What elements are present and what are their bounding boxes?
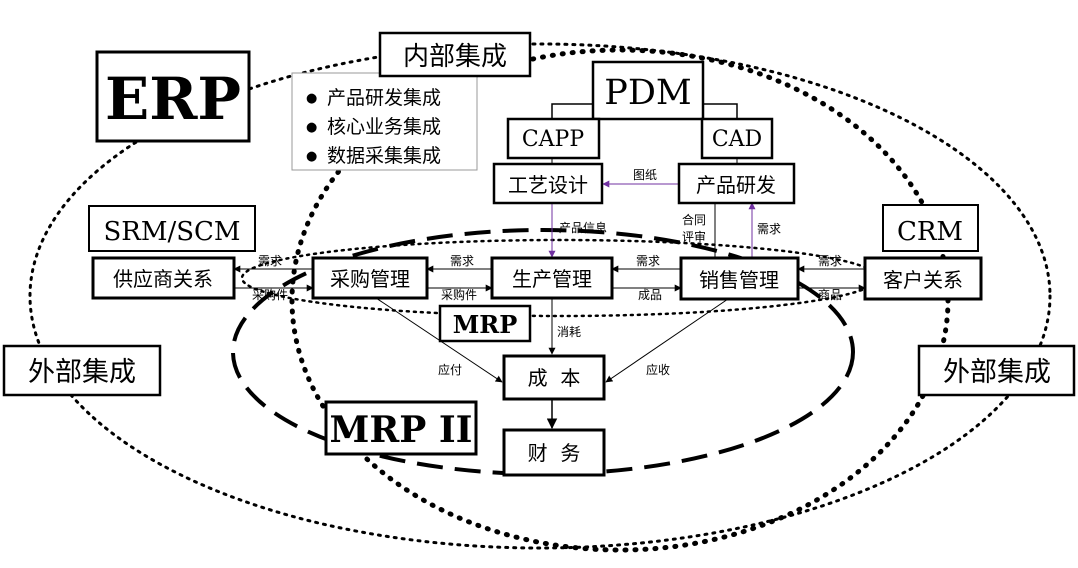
srm-label: SRM/SCM: [103, 217, 240, 247]
internal-integration-box: [378, 31, 532, 78]
label-supplier-parts: 采购件: [252, 287, 288, 302]
label-rd-demand: 需求: [757, 222, 781, 236]
internal-list-item: 产品研发集成: [327, 87, 441, 109]
cad-label: CAD: [712, 127, 762, 152]
internal-list-item: 数据采集集成: [327, 145, 441, 167]
internal-list-bullet: ●: [306, 91, 317, 106]
mrp2-label-box: [324, 400, 478, 456]
label-review: 评审: [682, 229, 706, 244]
external-integration-left: 外部集成: [28, 357, 136, 388]
internal-list-item: 核心业务集成: [327, 116, 441, 138]
label-goods: 商品: [818, 287, 842, 302]
label-product-info: 产品信息: [559, 220, 607, 235]
external-integration-right-box: [917, 344, 1076, 397]
crm-label: CRM: [897, 217, 963, 247]
production-label: 生产管理: [512, 267, 592, 291]
label-drawing: 图纸: [633, 168, 657, 182]
label-customer-demand: 需求: [818, 254, 842, 268]
erp-title: ERP: [105, 65, 241, 133]
erp-boundary: [28, 42, 1052, 550]
customer-box: [863, 256, 983, 301]
process-design-box: [492, 162, 604, 205]
capp-label: CAPP: [522, 127, 585, 152]
cost-label: 成 本: [528, 366, 581, 390]
label-contract: 合同: [682, 212, 706, 227]
sales-box: [679, 256, 800, 301]
customer-label: 客户关系: [883, 268, 963, 292]
external-integration-right: 外部集成: [943, 357, 1051, 388]
erp-title-box: [95, 50, 251, 143]
sales-label: 销售管理: [699, 268, 779, 292]
mrp-label: MRP: [453, 310, 518, 339]
internal-list-box: [291, 72, 478, 171]
label-finished-goods: 成品: [638, 288, 662, 302]
finance-label: 财 务: [528, 441, 581, 465]
purchasing-label: 采购管理: [330, 267, 410, 291]
internal-list: ● 产品研发集成 ● 核心业务集成 ● 数据采集集成: [306, 87, 441, 167]
edge-labels: 图纸 产品信息 合同 评审 需求 需求 采购件 需求 采购件 需求 成品 需求 …: [252, 168, 842, 377]
receivable-arrow: [605, 298, 729, 383]
label-purchasing-demand: 需求: [450, 254, 474, 268]
mrp-label-box: [438, 304, 532, 343]
capp-box: [506, 117, 601, 160]
internal-list-bullet: ●: [306, 120, 317, 135]
label-receivable: 应收: [646, 362, 670, 377]
product-dev-box: [677, 162, 796, 205]
production-box: [490, 256, 614, 300]
mrp2-label: MRP II: [329, 409, 472, 451]
label-purchasing-parts: 采购件: [441, 287, 477, 302]
supplier-box: [91, 256, 236, 300]
label-payable: 应付: [438, 362, 462, 377]
pdm-link-line: [551, 103, 593, 119]
connectors: [233, 158, 866, 430]
internal-integration-title: 内部集成: [403, 42, 507, 72]
label-production-demand: 需求: [636, 254, 660, 268]
pdm-box: [591, 60, 705, 121]
cost-box: [502, 354, 606, 401]
cad-box: [700, 117, 774, 160]
pdm-label: PDM: [604, 73, 691, 113]
srm-box: [88, 205, 256, 252]
label-consumption: 消耗: [557, 325, 581, 339]
external-integration-left-box: [2, 344, 162, 397]
purchasing-box: [311, 256, 429, 300]
process-design-label: 工艺设计: [508, 173, 588, 197]
supplier-label: 供应商关系: [113, 267, 213, 291]
product-dev-label: 产品研发: [696, 173, 776, 197]
internal-list-bullet: ●: [306, 149, 317, 164]
label-supplier-demand: 需求: [258, 254, 282, 268]
crm-box: [882, 204, 979, 252]
finance-box: [502, 428, 606, 477]
pdm-link-line: [703, 103, 738, 119]
